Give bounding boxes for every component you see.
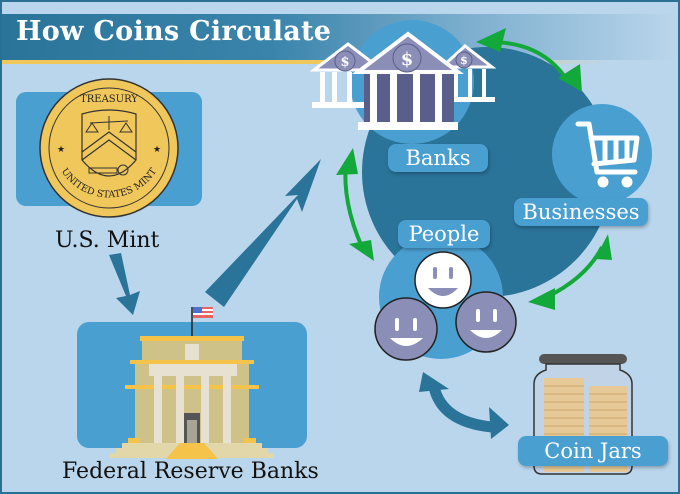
arrow-fed-to-banks	[205, 159, 321, 307]
arrow-mint-to-fed	[109, 253, 140, 315]
svg-text:★: ★	[57, 145, 65, 155]
svg-text:$: $	[401, 49, 414, 70]
federal-reserve-building-icon	[110, 307, 274, 459]
svg-text:$: $	[340, 55, 349, 70]
shopping-cart-icon	[575, 121, 640, 188]
treasury-seal-icon: TREASURY ★ ★ UNITED STATES MINT	[39, 78, 179, 218]
mint-label: U.S. Mint	[55, 228, 160, 253]
svg-text:TREASURY: TREASURY	[80, 94, 138, 105]
businesses-label: Businesses	[514, 198, 648, 226]
fed-label: Federal Reserve Banks	[62, 459, 319, 484]
coin-jars-label: Coin Jars	[518, 436, 668, 466]
green-two-way-arrows	[336, 28, 612, 310]
arrow-people-coinjars	[419, 372, 509, 439]
people-faces-icon	[374, 251, 517, 361]
people-label: People	[398, 220, 490, 248]
bank-buildings-icon: $ $ $	[309, 31, 497, 130]
svg-text:$: $	[460, 54, 468, 67]
banks-label: Banks	[388, 144, 488, 172]
page-title: How Coins Circulate	[16, 16, 332, 47]
svg-text:★: ★	[153, 145, 161, 155]
